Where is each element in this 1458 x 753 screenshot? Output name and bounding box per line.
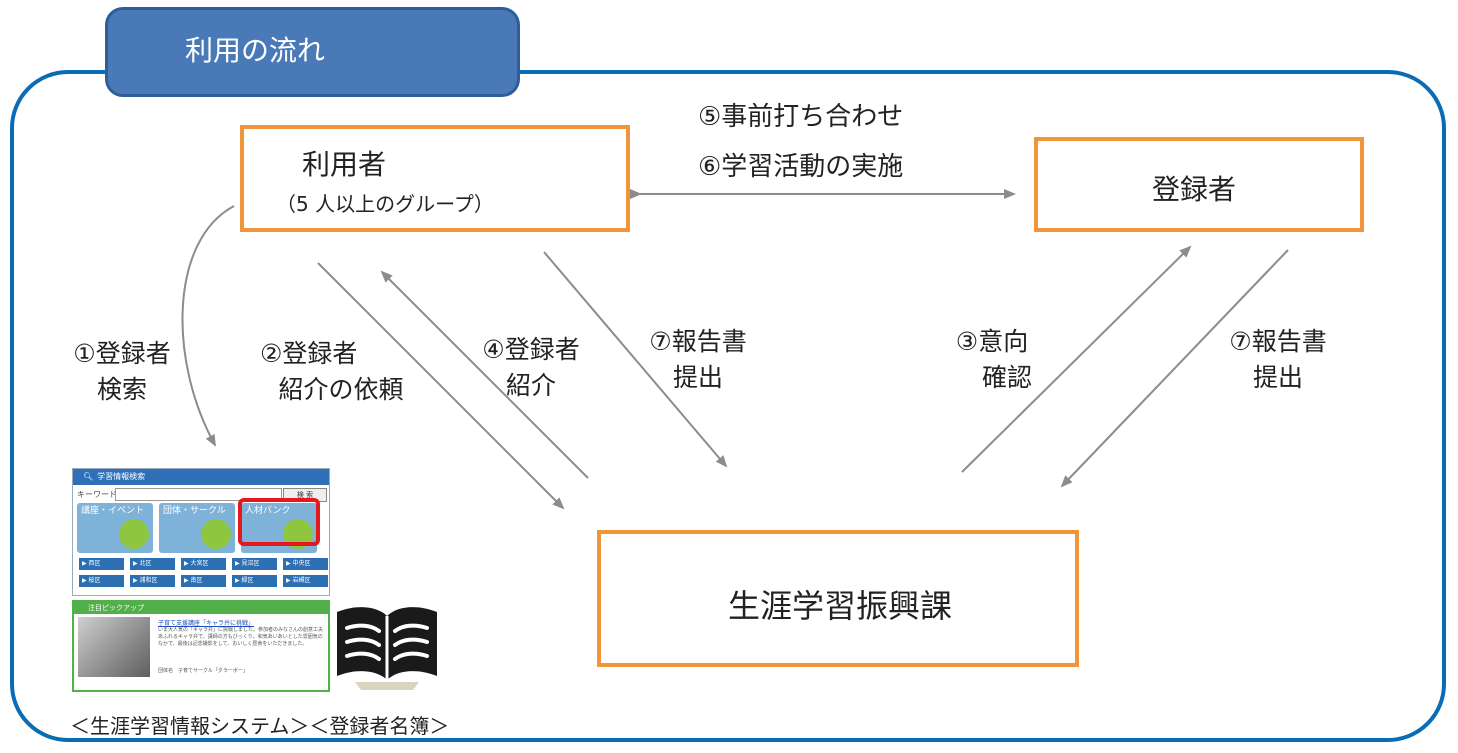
step3-line2: 確認 xyxy=(981,363,1032,392)
user-node-sublabel: （5 人以上のグループ） xyxy=(276,192,494,216)
step4-line2: 紹介 xyxy=(505,371,556,400)
ward-link: ▶ 大宮区 xyxy=(181,558,226,570)
flow-frame xyxy=(10,70,1446,742)
news-body: いま大人気の「キャラ弁」に挑戦しました。参加者のみなさんの創意工夫あふれるキャラ… xyxy=(158,627,324,647)
screenshot-search-input xyxy=(115,488,282,501)
registrant-node-box xyxy=(1034,137,1364,232)
tile-groups-label: 団体・サークル xyxy=(163,506,226,516)
info-system-screenshot: 🔍︎学習情報検索 キーワード 検 索 講座・イベント 団体・サークル 人材バンク… xyxy=(72,468,330,596)
tile-groups-illustration xyxy=(201,519,231,549)
step5-label: ⑤事前打ち合わせ xyxy=(698,102,904,132)
step2-line1: ②登録者 xyxy=(260,339,358,368)
step7a-label: ⑦報告書 提出 xyxy=(633,324,763,396)
title-tab xyxy=(105,7,520,97)
step7a-line1: ⑦報告書 xyxy=(649,327,747,356)
step1-line2: 検索 xyxy=(96,375,147,404)
ward-link: ▶ 緑区 xyxy=(232,575,277,587)
ward-link: ▶ 北区 xyxy=(130,558,175,570)
screenshot-header-text: 学習情報検索 xyxy=(97,472,146,481)
user-node-label: 利用者 xyxy=(302,148,387,181)
news-pickup-panel: 注目ピックアップ 子育て支援講座「キャラ弁に挑戦」 いま大人気の「キャラ弁」に挑… xyxy=(72,600,330,692)
step7a-line2: 提出 xyxy=(672,363,723,392)
arrow-report-registrant xyxy=(1060,249,1289,488)
ward-link: ▶ 桜区 xyxy=(79,575,124,587)
step4-line1: ④登録者 xyxy=(482,335,580,364)
office-node-box xyxy=(597,530,1079,667)
step3-label: ③意向 確認 xyxy=(937,324,1047,396)
arrow-confirm xyxy=(961,245,1192,473)
step1-label: ①登録者 検索 xyxy=(52,336,192,408)
news-photo xyxy=(78,617,150,677)
screenshot-tile-events: 講座・イベント xyxy=(77,503,153,553)
arrow-request xyxy=(317,262,565,510)
step2-label: ②登録者 紹介の依頼 xyxy=(256,336,426,408)
user-node-box xyxy=(240,125,630,232)
ward-link: ▶ 西区 xyxy=(79,558,124,570)
news-header: 注目ピックアップ xyxy=(74,602,328,614)
magnifier-icon: 🔍︎ xyxy=(83,472,94,481)
registrant-node-label: 登録者 xyxy=(1152,173,1237,206)
ward-link: ▶ 岩槻区 xyxy=(283,575,328,587)
tile-events-illustration xyxy=(119,519,149,549)
arrow-search xyxy=(181,205,235,447)
step7b-line1: ⑦報告書 xyxy=(1229,327,1327,356)
page-title: 利用の流れ xyxy=(184,34,325,67)
ward-link: ▶ 南区 xyxy=(181,575,226,587)
news-footer: 団体名 子育てサークル「夕ラーボー」 xyxy=(158,668,248,674)
step7b-line2: 提出 xyxy=(1252,363,1303,392)
step6-label: ⑥学習活動の実施 xyxy=(698,152,904,182)
caption: ＜生涯学習情報システム＞＜登録者名簿＞ xyxy=(70,714,450,738)
step1-line1: ①登録者 xyxy=(73,339,171,368)
screenshot-header: 🔍︎学習情報検索 xyxy=(73,469,329,485)
step2-line2: 紹介の依頼 xyxy=(278,375,404,404)
office-node-label: 生涯学習振興課 xyxy=(728,587,953,625)
tile-talent-bank-label: 人材バンク xyxy=(245,506,291,516)
tile-events-label: 講座・イベント xyxy=(81,506,145,516)
step4-label: ④登録者 紹介 xyxy=(466,332,596,404)
arrow-introduce xyxy=(380,270,589,479)
screenshot-tile-groups: 団体・サークル xyxy=(159,503,235,553)
talent-bank-highlight xyxy=(238,498,320,546)
step7b-label: ⑦報告書 提出 xyxy=(1213,324,1343,396)
ward-link: ▶ 浦和区 xyxy=(130,575,175,587)
ward-link: ▶ 中央区 xyxy=(283,558,328,570)
book-icon xyxy=(333,598,441,693)
arrow-report-user xyxy=(543,251,728,468)
ward-link: ▶ 見沼区 xyxy=(232,558,277,570)
screenshot-keyword-label: キーワード xyxy=(77,490,117,499)
step3-line1: ③意向 xyxy=(955,327,1029,356)
news-headline: 子育て支援講座「キャラ弁に挑戦」 xyxy=(158,620,255,627)
